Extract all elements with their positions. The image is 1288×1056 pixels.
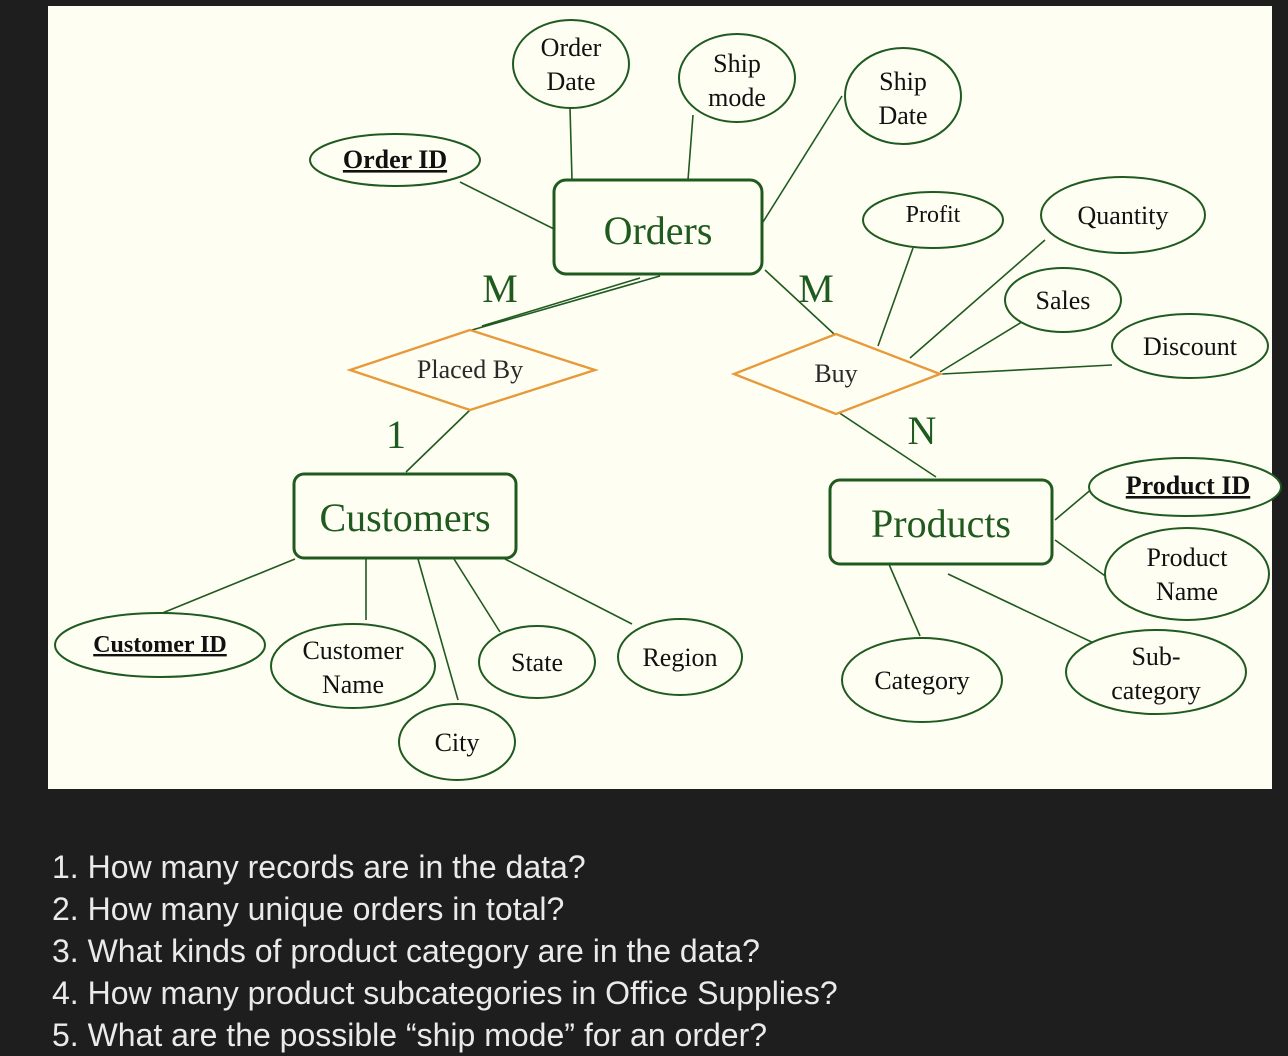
attribute-quantity: Quantity [1040, 176, 1206, 254]
sub-category-line1: Sub- [1131, 642, 1180, 671]
placed-by-label: Placed By [417, 355, 523, 384]
entity-products: Products [828, 478, 1054, 566]
entity-customers: Customers [292, 472, 518, 560]
question-item: 5. What are the possible “ship mode” for… [52, 1017, 768, 1053]
state-label: State [511, 648, 563, 677]
cardinality-buy-products: N [908, 408, 937, 453]
entity-orders: Orders [552, 178, 764, 276]
products-label: Products [871, 501, 1011, 546]
question-item: 2. How many unique orders in total? [52, 891, 565, 927]
ship-mode-line2: mode [708, 83, 766, 112]
question-item: 3. What kinds of product category are in… [52, 933, 760, 969]
ship-date-line2: Date [878, 101, 927, 130]
attribute-ship-mode: Ship mode [678, 33, 796, 123]
quantity-label: Quantity [1078, 201, 1169, 230]
attribute-order-date: Order Date [512, 19, 630, 109]
attribute-category: Category [841, 637, 1003, 723]
attribute-region: Region [617, 618, 743, 696]
city-label: City [435, 728, 480, 757]
buy-label: Buy [814, 359, 857, 388]
cardinality-buy-orders: M [798, 266, 834, 311]
customer-name-line1: Customer [302, 636, 403, 665]
cardinality-placed-by-orders: M [482, 266, 518, 311]
attribute-state: State [478, 625, 596, 699]
relationship-placed-by: Placed By [346, 328, 599, 412]
attribute-city: City [398, 703, 516, 781]
attribute-profit: Profit [862, 191, 1004, 249]
attribute-ship-date: Ship Date [844, 47, 962, 145]
product-name-line2: Name [1156, 577, 1218, 606]
order-date-line1: Order [541, 33, 602, 62]
relationship-buy: Buy [730, 332, 944, 416]
cardinality-placed-by-customers: 1 [386, 412, 406, 457]
customer-name-line2: Name [322, 670, 384, 699]
attribute-sub-category: Sub- category [1065, 629, 1247, 715]
product-name-line1: Product [1147, 543, 1229, 572]
product-id-label: Product ID [1126, 471, 1250, 500]
question-item: 4. How many product subcategories in Off… [52, 975, 838, 1011]
ship-mode-line1: Ship [713, 49, 761, 78]
profit-label: Profit [906, 202, 961, 228]
attribute-product-name: Product Name [1104, 527, 1270, 621]
question-list: 1. How many records are in the data? 2. … [52, 846, 838, 1056]
attribute-customer-id: Customer ID [54, 612, 266, 678]
ship-date-line1: Ship [879, 67, 927, 96]
category-label: Category [874, 666, 969, 695]
region-label: Region [642, 643, 717, 672]
attribute-sales: Sales [1004, 267, 1122, 333]
orders-label: Orders [604, 208, 713, 253]
question-item: 1. How many records are in the data? [52, 849, 586, 885]
sales-label: Sales [1036, 286, 1091, 315]
attribute-discount: Discount [1111, 313, 1269, 379]
customers-label: Customers [319, 495, 490, 540]
attribute-product-id: Product ID [1088, 457, 1282, 517]
attribute-customer-name: Customer Name [270, 623, 436, 709]
order-date-line2: Date [546, 67, 595, 96]
attribute-order-id: Order ID [309, 133, 481, 187]
connector-lines [159, 95, 1113, 701]
customer-id-label: Customer ID [93, 632, 227, 658]
discount-label: Discount [1143, 332, 1238, 361]
sub-category-line2: category [1111, 676, 1201, 705]
order-id-label: Order ID [343, 145, 447, 174]
